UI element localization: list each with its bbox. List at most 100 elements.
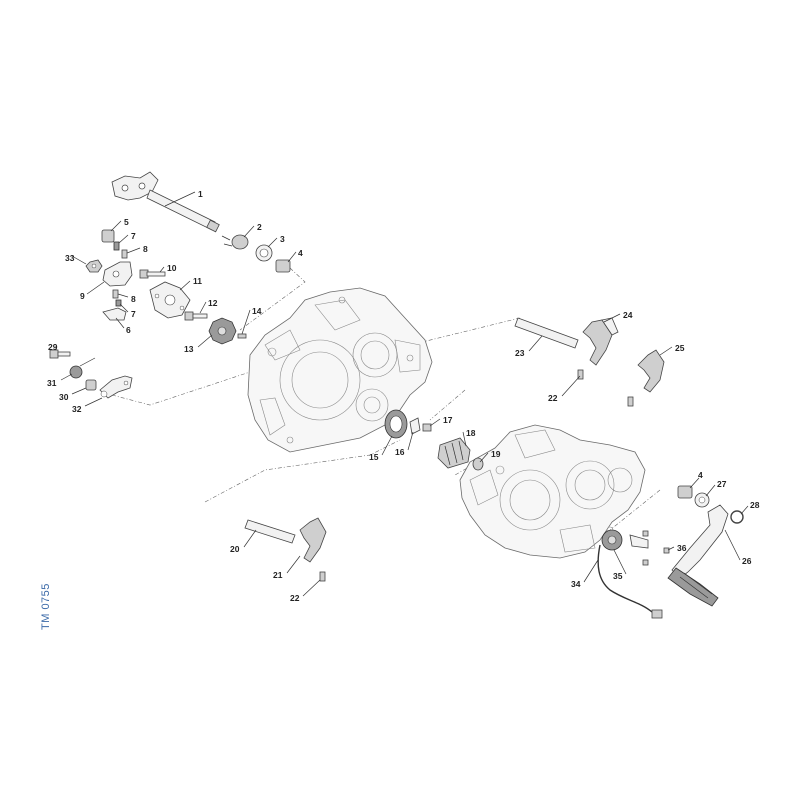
callout-leader-8 xyxy=(126,247,141,254)
callout-leader-15 xyxy=(381,435,393,456)
callout-leader-10 xyxy=(159,266,165,273)
part-21-shift-fork xyxy=(299,517,327,563)
part-15-seal xyxy=(384,409,408,439)
part-18-shift-drum xyxy=(437,437,471,469)
callout-leader-4 xyxy=(287,251,297,263)
callout-leader-4 xyxy=(689,477,700,489)
left-crankcase-half xyxy=(247,287,433,453)
callout-leader-8 xyxy=(117,293,129,298)
part-7-spring-lower xyxy=(115,299,122,307)
callout-leader-9 xyxy=(86,281,105,295)
callout-20: 20 xyxy=(230,544,240,554)
part-9-shift-lever xyxy=(102,261,133,287)
callout-25: 25 xyxy=(675,343,685,353)
callout-leader-28 xyxy=(740,505,749,515)
right-crankcase-half xyxy=(459,424,646,559)
callout-leader-12 xyxy=(199,301,207,314)
callout-8: 8 xyxy=(131,294,136,304)
callout-leader-30 xyxy=(71,387,87,395)
callout-leader-16 xyxy=(407,431,414,451)
callout-leader-17 xyxy=(429,418,441,427)
callout-14: 14 xyxy=(252,306,262,316)
callout-11: 11 xyxy=(193,276,202,286)
callout-4: 4 xyxy=(298,248,303,258)
callout-9: 9 xyxy=(80,291,85,301)
part-22-pin-upper xyxy=(577,369,634,407)
callout-35: 35 xyxy=(613,571,623,581)
part-27-washer xyxy=(694,492,710,508)
part-16-retainer xyxy=(409,417,421,435)
callout-1: 1 xyxy=(198,189,203,199)
part-8-pin-lower xyxy=(112,289,119,299)
part-2-spring xyxy=(221,234,249,250)
part-36-screws xyxy=(642,530,670,566)
callout-leader-36 xyxy=(667,546,675,551)
part-5-sleeve xyxy=(101,229,115,243)
callout-leader-35 xyxy=(613,549,627,575)
callout-7: 7 xyxy=(131,231,136,241)
callout-4: 4 xyxy=(698,470,703,480)
callout-33: 33 xyxy=(65,253,75,263)
part-10-bolt xyxy=(139,269,166,279)
part-26-kickstart-lever xyxy=(667,504,729,607)
callout-leader-7 xyxy=(119,303,129,313)
part-20-fork-shaft xyxy=(244,519,296,544)
part-24-shift-fork xyxy=(582,317,619,366)
callout-5: 5 xyxy=(124,217,129,227)
callout-8: 8 xyxy=(143,244,148,254)
callout-leader-11 xyxy=(179,280,191,291)
callout-26: 26 xyxy=(742,556,752,566)
callout-34: 34 xyxy=(571,579,581,589)
part-33-nut xyxy=(85,259,103,273)
part-4-bushing-right xyxy=(677,485,693,499)
callout-12: 12 xyxy=(208,298,218,308)
part-14-pin xyxy=(237,333,247,339)
part-31-return-spring xyxy=(69,357,96,379)
callout-leader-2 xyxy=(243,225,255,238)
callout-22: 22 xyxy=(548,393,558,403)
callout-7: 7 xyxy=(131,309,136,319)
callout-leader-32 xyxy=(84,397,103,407)
part-35-sensor-plate xyxy=(601,529,649,551)
callout-18: 18 xyxy=(466,428,476,438)
callout-16: 16 xyxy=(395,447,405,457)
part-1-shift-shaft xyxy=(111,171,220,233)
part-8-pin-upper xyxy=(121,249,128,259)
part-6-pawl xyxy=(102,307,127,321)
callout-6: 6 xyxy=(126,325,131,335)
callout-28: 28 xyxy=(750,500,760,510)
callout-27: 27 xyxy=(717,479,727,489)
callout-leader-25 xyxy=(659,346,673,356)
part-12-bolt xyxy=(184,311,208,321)
part-7-spring-upper xyxy=(113,241,120,251)
callout-leader-24 xyxy=(603,313,621,323)
callout-2: 2 xyxy=(257,222,262,232)
callout-31: 31 xyxy=(47,378,57,388)
part-23-fork-shaft xyxy=(514,317,579,349)
part-17-bolt xyxy=(422,423,432,432)
callout-leader-3 xyxy=(267,237,278,248)
callout-leader-6 xyxy=(115,317,125,329)
callout-leader-13 xyxy=(197,334,213,348)
callout-24: 24 xyxy=(623,310,633,320)
callout-leader-7 xyxy=(118,234,129,244)
callout-leader-5 xyxy=(110,220,122,232)
part-4-bushing xyxy=(275,259,291,273)
callout-leader-1 xyxy=(164,191,196,207)
callout-19: 19 xyxy=(491,449,501,459)
callout-leader-19 xyxy=(479,452,489,463)
part-30-bushing xyxy=(85,379,97,391)
callout-30: 30 xyxy=(59,392,69,402)
callout-leader-18 xyxy=(462,431,467,447)
callout-leader-26 xyxy=(724,529,741,561)
callout-29: 29 xyxy=(48,342,58,352)
assembly-guide-lines xyxy=(111,267,661,531)
part-11-guide-plate xyxy=(149,281,191,319)
part-34-gear-position-sensor xyxy=(597,544,663,619)
callout-leader-22 xyxy=(302,579,321,597)
part-22-pin-lower xyxy=(319,571,326,582)
callout-leader-20 xyxy=(243,529,257,548)
part-32-lever xyxy=(99,375,133,399)
